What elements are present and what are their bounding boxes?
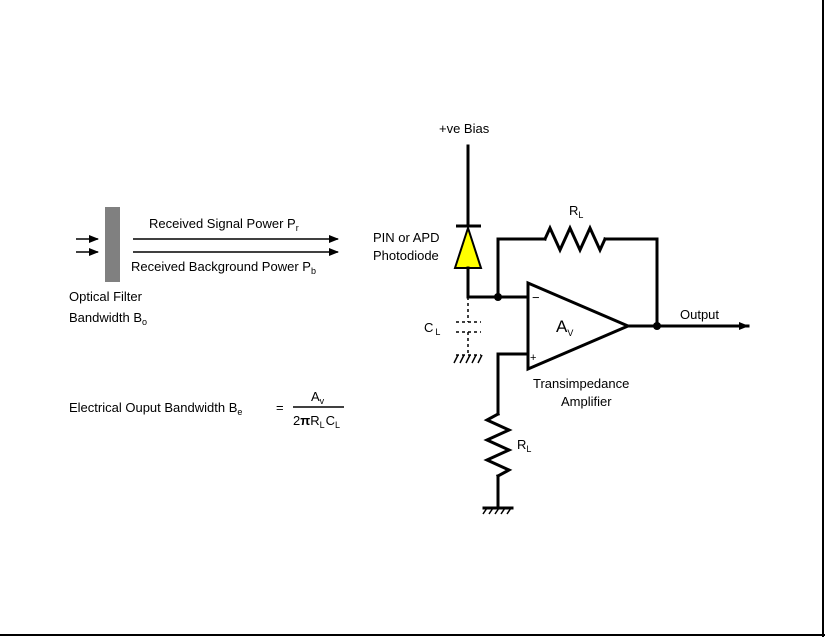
formula-numerator: Av bbox=[311, 389, 325, 406]
bias-label: +ve Bias bbox=[439, 121, 490, 136]
formula-denominator: 2πRLCL bbox=[293, 413, 340, 430]
incoming-light-arrows bbox=[76, 235, 99, 256]
optical-filter bbox=[105, 207, 120, 282]
amplifier-gain-label: AV bbox=[556, 317, 573, 338]
non-inverting-input-sign: + bbox=[530, 352, 536, 364]
photodiode bbox=[453, 224, 483, 269]
capacitor-ground-hatch bbox=[453, 354, 483, 364]
background-power-label: Received Background Power Pb bbox=[131, 259, 316, 276]
ground-hatch bbox=[482, 507, 512, 515]
feedback-path bbox=[496, 224, 659, 328]
formula-lhs: Electrical Ouput Bandwidth Be bbox=[69, 400, 242, 417]
feedback-resistor bbox=[543, 224, 607, 254]
amplifier-label-line1: Transimpedance bbox=[533, 376, 629, 391]
inverting-input-sign: − bbox=[532, 290, 540, 305]
output-node-junction bbox=[653, 322, 661, 330]
photodiode-triangle bbox=[453, 224, 483, 269]
feedback-resistor-label: RL bbox=[569, 203, 583, 220]
transmitted-light-arrows bbox=[133, 235, 339, 256]
output-label: Output bbox=[680, 307, 719, 322]
capacitor bbox=[453, 297, 483, 364]
formula-equals: = bbox=[276, 400, 284, 415]
load-resistor-label: RL bbox=[517, 437, 531, 454]
transimpedance-amplifier bbox=[526, 280, 632, 372]
optical-filter-bandwidth-label: Bandwidth Bo bbox=[69, 310, 147, 327]
bandwidth-formula: Electrical Ouput Bandwidth Be = Av 2πRLC… bbox=[69, 389, 344, 430]
optical-filter-label: Optical Filter bbox=[69, 289, 143, 304]
signal-power-label: Received Signal Power Pr bbox=[149, 216, 299, 233]
photodiode-label-line2: Photodiode bbox=[373, 248, 439, 263]
amplifier-label-line2: Amplifier bbox=[561, 394, 612, 409]
load-resistor bbox=[483, 411, 513, 479]
photodiode-label-line1: PIN or APD bbox=[373, 230, 439, 245]
load-resistor-path bbox=[482, 352, 530, 515]
